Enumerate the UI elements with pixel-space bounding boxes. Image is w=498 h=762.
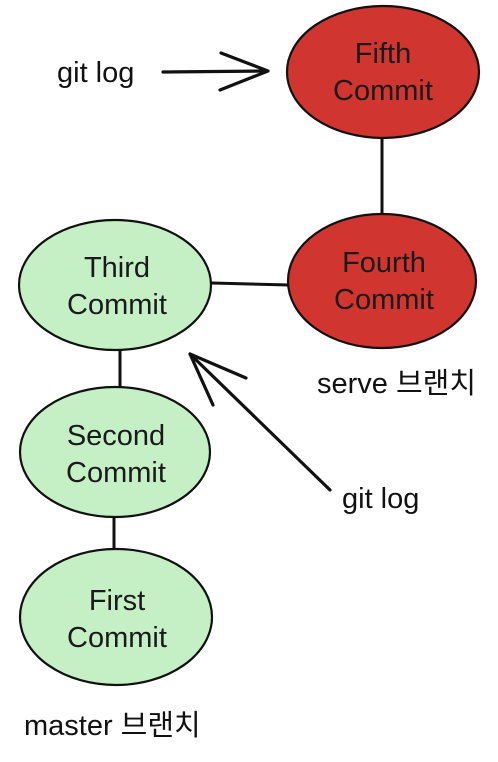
node-fourth-line1: Fourth [342,247,426,279]
edge-third-fourth [210,281,291,287]
node-second-commit: Second Commit [18,385,212,519]
arrow-up-left-icon [188,352,332,492]
node-fourth-commit: Fourth Commit [286,212,478,350]
arrow-right-icon [161,51,270,92]
master-branch-label: master 브랜치 [24,709,201,742]
git-log-top-label: git log [57,57,134,89]
node-second-shape [18,385,212,519]
node-fifth-commit: Fifth Commit [285,4,481,140]
node-first-shape [18,547,214,687]
node-fifth-shape [285,4,481,140]
node-third-line2: Commit [67,289,167,321]
node-first-line2: Commit [67,622,167,654]
node-second-line1: Second [67,420,165,452]
git-log-bottom-label: git log [342,483,419,515]
node-fourth-shape [286,212,478,350]
serve-branch-label: serve 브랜치 [317,367,476,400]
node-third-shape [17,218,213,352]
node-third-commit: Third Commit [17,218,213,352]
node-first-commit: First Commit [18,547,214,687]
node-first-line1: First [89,585,145,617]
node-third-line1: Third [84,252,150,284]
node-fourth-line2: Commit [334,284,434,316]
node-second-line2: Commit [66,457,166,489]
node-fifth-line1: Fifth [355,38,411,70]
node-fifth-line2: Commit [333,75,433,107]
